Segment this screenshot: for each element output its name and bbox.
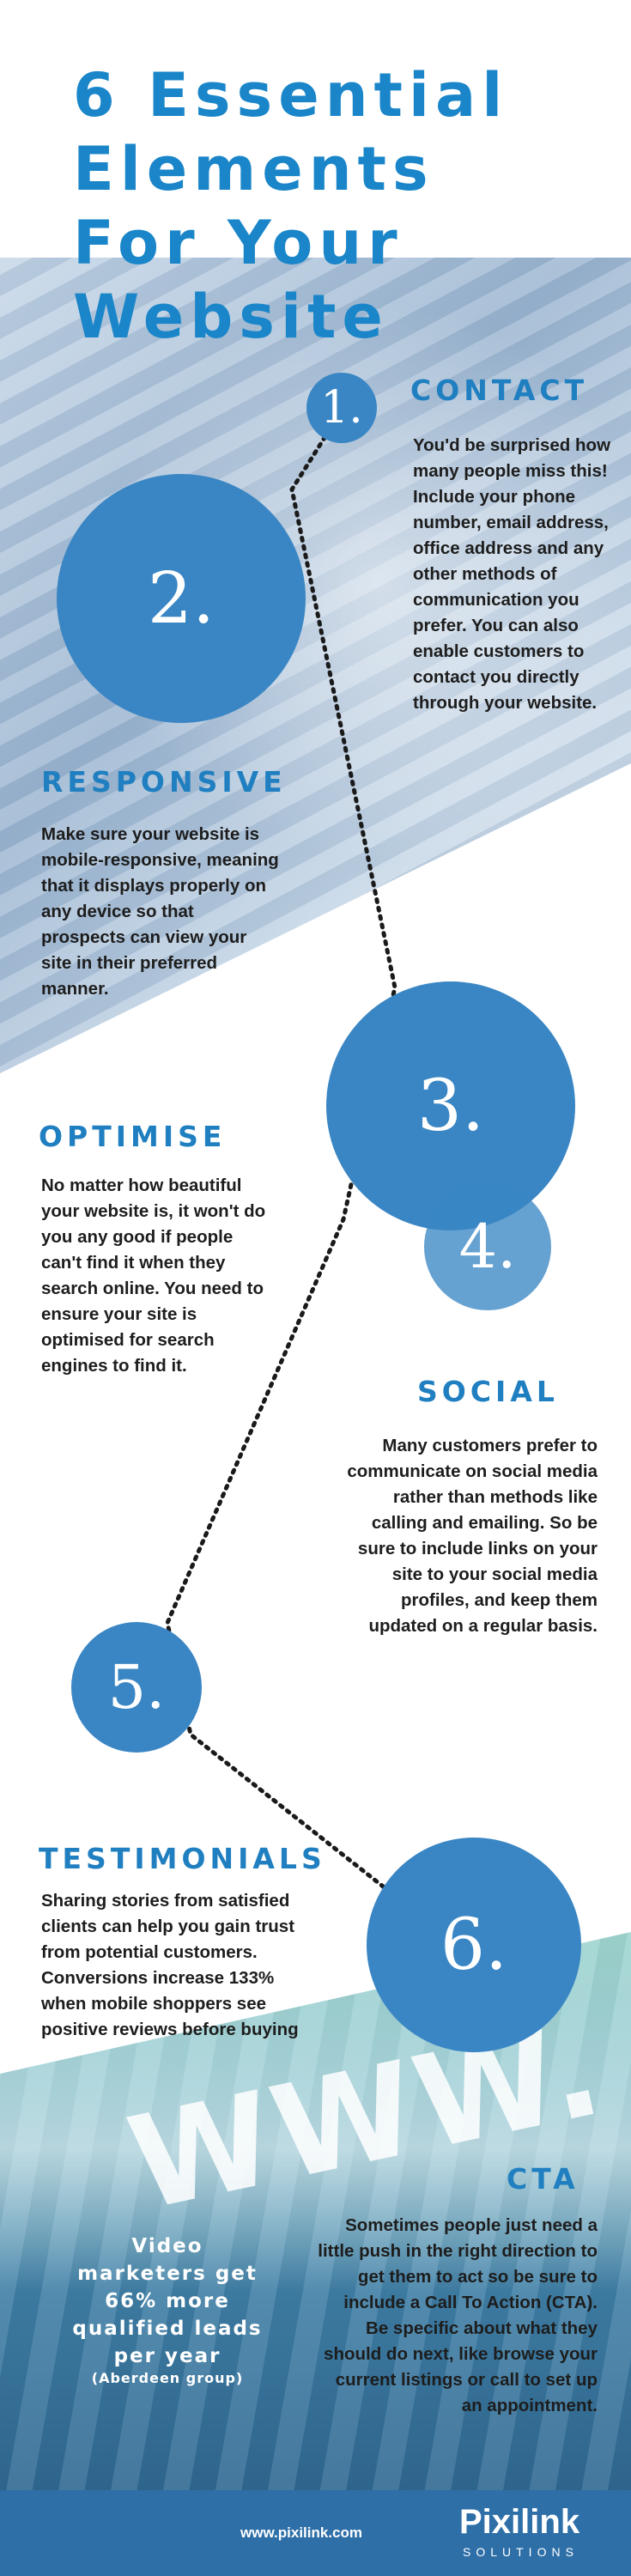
step-number: 2. [147, 557, 215, 640]
step-number: 4. [458, 1212, 517, 1282]
title-line: Website [73, 282, 389, 352]
step-number: 3. [416, 1065, 485, 1147]
title-line: Elements [73, 134, 434, 204]
section-heading-responsive: RESPONSIVE [41, 765, 287, 799]
section-heading-contact: CONTACT [410, 374, 589, 407]
page-title: 6 Essential Elements For Your Website [73, 58, 554, 368]
step-number: 6. [440, 1904, 508, 1986]
footer-bar: www.pixilink.com Pixilink SOLUTIONS [0, 2490, 631, 2576]
website-link[interactable]: www.pixilink.com [240, 2524, 363, 2541]
logo-subtitle: SOLUTIONS [463, 2545, 579, 2559]
video-stat-source: (Aberdeen group) [91, 2370, 244, 2386]
title-line: For Your [73, 208, 403, 278]
section-body-responsive: Make sure your website is mobile-respons… [41, 824, 279, 999]
section-heading-optimise: OPTIMISE [39, 1120, 227, 1153]
section-body-social: Many customers prefer to communicate on … [347, 1436, 598, 1636]
video-marketing-stat: Video marketers get 66% more qualified l… [64, 2233, 270, 2386]
section-heading-cta: CTA [507, 2162, 579, 2196]
section-heading-testimonials: TESTIMONIALS [39, 1842, 326, 1875]
pixilink-logo: Pixilink SOLUTIONS [459, 2502, 614, 2564]
video-stat-text: Video marketers get 66% more qualified l… [72, 2235, 263, 2367]
section-body-optimise: No matter how beautiful your website is,… [41, 1176, 266, 1376]
step-circle-5: 5. [71, 1622, 202, 1753]
step-circle-3: 3. [326, 981, 575, 1230]
logo-name: Pixilink [459, 2503, 580, 2541]
step-circle-6: 6. [367, 1838, 581, 2052]
step-number: 5. [107, 1652, 166, 1722]
section-heading-social: SOCIAL [417, 1375, 559, 1408]
step-number: 1. [320, 382, 363, 434]
title-line: 6 Essential [73, 60, 509, 131]
step-circle-1: 1. [306, 373, 377, 443]
section-body-contact: You'd be surprised how many people miss … [413, 435, 611, 713]
step-circle-2: 2. [57, 474, 306, 723]
section-body-testimonials: Sharing stories from satisfied clients c… [41, 1891, 299, 2039]
section-body-cta: Sometimes people just need a little push… [318, 2215, 598, 2415]
step-circle-4: 4. [424, 1183, 551, 1310]
